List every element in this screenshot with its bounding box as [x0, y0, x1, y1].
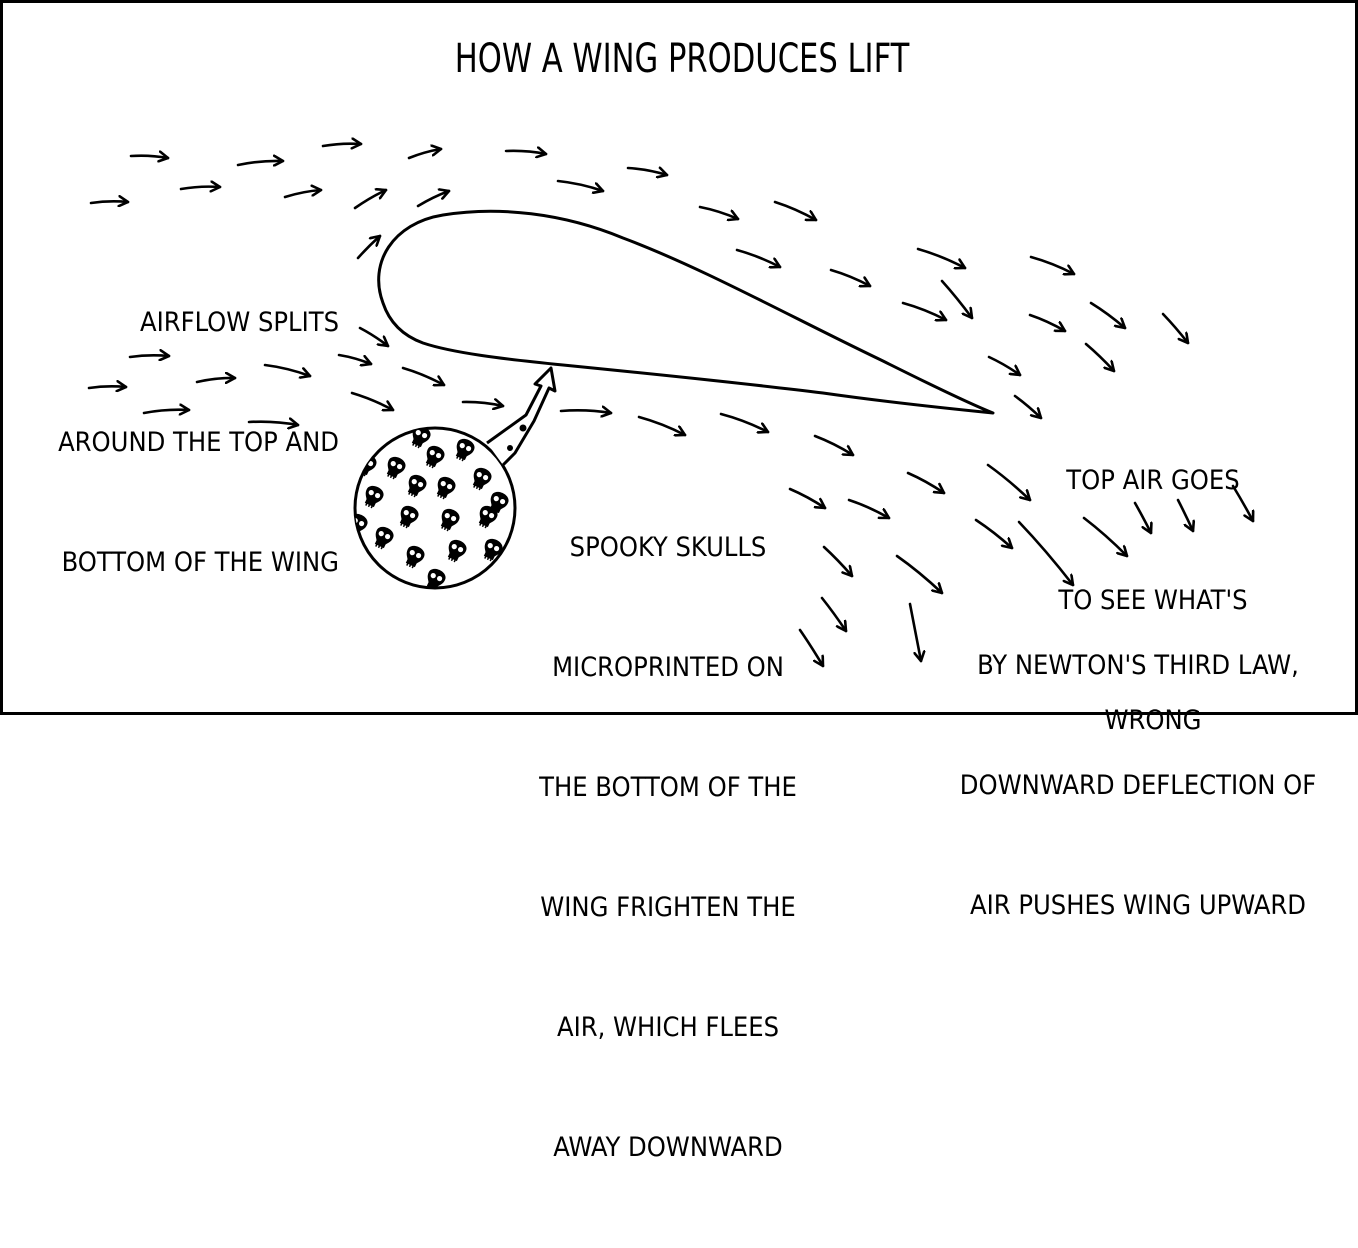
arrow-icon: [986, 463, 1032, 502]
arrow-icon: [129, 156, 170, 158]
caption-line: AIRFLOW SPLITS: [139, 307, 339, 338]
arrow-icon: [461, 402, 505, 406]
arrow-icon: [908, 602, 921, 663]
arrow-icon: [895, 554, 944, 595]
arrow-icon: [559, 410, 613, 413]
arrow-icon: [179, 187, 222, 189]
arrow-icon: [1161, 312, 1190, 345]
skull-magnifier-icon: [353, 366, 557, 590]
arrow-icon: [698, 205, 740, 219]
arrow-icon: [89, 201, 130, 203]
caption-line: AROUND THE TOP AND: [58, 427, 339, 458]
arrow-icon: [247, 422, 300, 425]
arrow-icon: [820, 596, 848, 633]
arrow-icon: [1231, 484, 1253, 523]
arrow-icon: [1084, 342, 1116, 373]
caption-line: TOP AIR GOES: [1066, 465, 1240, 496]
caption-line: BY NEWTON'S THIRD LAW,: [977, 650, 1299, 681]
arrow-icon: [350, 391, 395, 410]
arrow-icon: [128, 355, 171, 357]
caption-line: BOTTOM OF THE WING: [61, 547, 339, 578]
arrow-icon: [916, 247, 967, 268]
arrow-icon: [901, 301, 948, 320]
arrow-icon: [1028, 313, 1067, 333]
arrow-icon: [1017, 520, 1075, 587]
arrow-icon: [353, 190, 388, 210]
arrow-icon: [87, 386, 128, 388]
arrow-icon: [822, 545, 854, 578]
arrow-icon: [1029, 255, 1076, 274]
arrow-icon: [829, 268, 872, 286]
arrow-icon: [1133, 501, 1151, 535]
arrow-icon: [773, 200, 818, 222]
arrow-icon: [556, 179, 605, 191]
arrow-icon: [637, 415, 687, 435]
comic-title: HOW A WING PRODUCES LIFT: [454, 36, 910, 82]
arrow-icon: [798, 628, 825, 668]
caption-line: WING FRIGHTEN THE: [540, 892, 796, 923]
arrow-icon: [719, 412, 770, 432]
arrow-icon: [940, 279, 974, 320]
caption-line: AIR PUSHES WING UPWARD: [969, 890, 1307, 921]
arrow-icon: [1176, 498, 1193, 533]
arrow-icon: [974, 518, 1014, 550]
arrow-icon: [142, 410, 191, 413]
arrow-icon: [1082, 516, 1129, 558]
arrow-icon: [263, 363, 312, 376]
arrow-icon: [416, 191, 451, 208]
arrow-icon: [847, 498, 891, 520]
caption-line: THE BOTTOM OF THE: [539, 772, 797, 803]
arrow-icon: [626, 168, 669, 175]
arrow-icon: [813, 434, 855, 457]
arrow-icon: [195, 378, 237, 382]
arrow-icon: [735, 248, 782, 267]
arrow-icon: [283, 190, 323, 199]
caption-airflow-split: AIRFLOW SPLITS AROUND THE TOP AND BOTTOM…: [23, 223, 339, 663]
wing-icon: [377, 209, 995, 415]
caption-line: MICROPRINTED ON: [552, 652, 784, 683]
arrow-icon: [358, 326, 390, 348]
caption-top-air: TOP AIR GOES TO SEE WHAT'S WRONG: [1013, 381, 1293, 821]
caption-line: TO SEE WHAT'S: [1058, 585, 1248, 616]
caption-line: AWAY DOWNWARD: [553, 1132, 783, 1163]
arrow-icon: [788, 487, 827, 510]
arrow-icon: [1089, 301, 1127, 330]
caption-newton: BY NEWTON'S THIRD LAW, DOWNWARD DEFLECTI…: [933, 566, 1343, 1006]
arrow-icon: [337, 353, 373, 364]
caption-line: SPOOKY SKULLS: [569, 532, 767, 563]
arrow-icon: [321, 144, 363, 146]
caption-spooky-skulls: SPOOKY SKULLS MICROPRINTED ON THE BOTTOM…: [503, 448, 833, 1248]
arrow-icon: [407, 149, 443, 160]
caption-line: AIR, WHICH FLEES: [556, 1012, 780, 1043]
arrow-icon: [356, 234, 382, 260]
arrow-icon: [401, 366, 446, 385]
arrow-icon: [987, 355, 1022, 377]
comic-drawing: [87, 3, 1358, 668]
arrow-icon: [236, 161, 285, 165]
comic-panel: HOW A WING PRODUCES LIFT AIRFLOW SPLITS …: [0, 0, 1358, 1163]
caption-line: DOWNWARD DEFLECTION OF: [959, 770, 1317, 801]
arrow-icon: [906, 471, 946, 495]
arrow-icon: [1013, 394, 1043, 420]
arrow-icon: [504, 151, 548, 154]
airflow-arrows: [87, 144, 1253, 668]
